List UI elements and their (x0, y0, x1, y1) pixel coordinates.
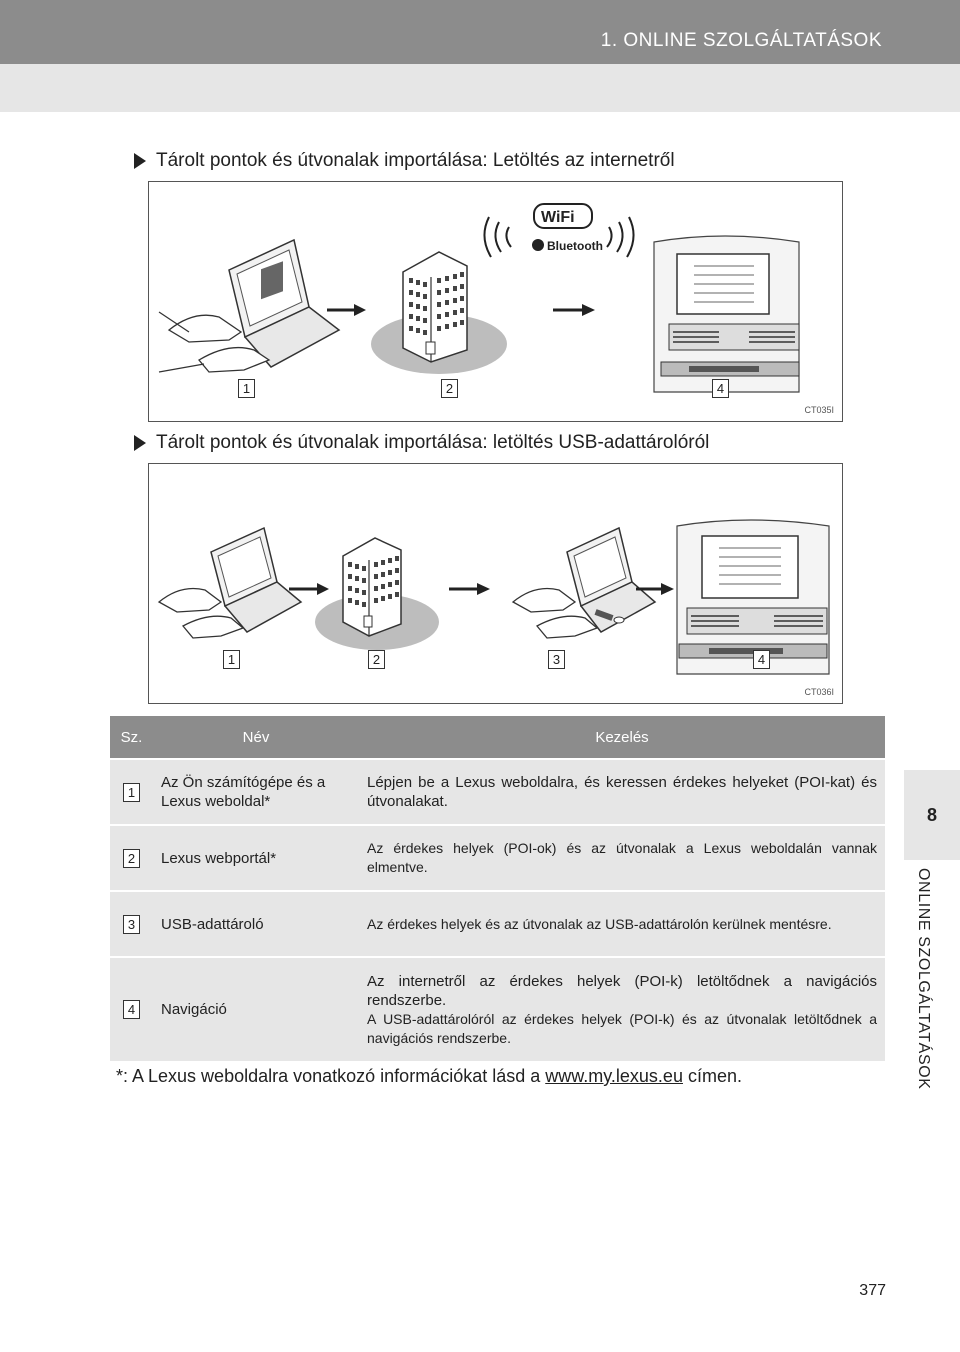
row-name-cell: USB-adattároló (153, 890, 359, 957)
footnote: *: A Lexus weboldalra vonatkozó informác… (116, 1066, 742, 1087)
car-display-icon (676, 519, 830, 675)
step-number-box: 4 (753, 650, 770, 669)
building-icon (371, 251, 507, 374)
row-operation-line: Az internetről az érdekes helyek (POI-k)… (367, 972, 877, 1009)
step-number-box: 2 (368, 650, 385, 669)
row-number-box: 1 (123, 782, 140, 802)
triangle-bullet-icon (134, 153, 146, 169)
row-operation-cell: Az internetről az érdekes helyek (POI-k)… (359, 956, 885, 1061)
step-number-box: 3 (548, 650, 565, 669)
row-number-box: 3 (123, 914, 140, 934)
svg-text:Bluetooth: Bluetooth (547, 239, 603, 253)
table-row: 2 Lexus webportál* Az érdekes helyek (PO… (110, 824, 885, 891)
arrow-icon (449, 583, 490, 595)
table-header-row: Sz. Név Kezelés (110, 716, 885, 759)
header-bar: 1. ONLINE SZOLGÁLTATÁSOK (0, 0, 960, 64)
footnote-prefix: *: A Lexus weboldalra vonatkozó informác… (116, 1066, 546, 1086)
row-number-box: 4 (123, 1000, 140, 1019)
figure-code: CT035I (804, 405, 834, 415)
lexus-website-link[interactable]: www.my.lexus.eu (545, 1066, 683, 1086)
row-operation-line: A USB-adattárolóról az érdekes helyek (P… (367, 1010, 877, 1046)
row-name-cell: Lexus webportál* (153, 824, 359, 891)
row-operation-cell: Az érdekes helyek (POI-ok) és az útvonal… (359, 824, 885, 891)
header-name: Név (153, 716, 359, 759)
triangle-bullet-icon (134, 435, 146, 451)
figure-internet-illustration: WiFi Bluetooth (158, 203, 800, 393)
chapter-label: ONLINE SZOLGÁLTATÁSOK (904, 868, 960, 1128)
laptop-icon (158, 238, 341, 373)
figure-usb-illustration (157, 519, 830, 675)
figure-usb-import: 1 2 3 4 CT036I (148, 463, 843, 704)
chapter-label-text: ONLINE SZOLGÁLTATÁSOK (915, 868, 932, 1090)
section-heading-internet: Tárolt pontok és útvonalak importálása: … (134, 150, 675, 172)
row-name-cell: Az Ön számítógépe és a Lexus weboldal* (153, 758, 359, 825)
section-heading-text: Tárolt pontok és útvonalak importálása: … (156, 150, 675, 171)
row-number-cell: 4 (110, 956, 153, 1061)
step-number-box: 1 (223, 650, 240, 669)
row-number-cell: 2 (110, 824, 153, 891)
row-number-cell: 3 (110, 890, 153, 957)
building-icon (315, 537, 439, 650)
arrow-icon (327, 304, 366, 316)
section-heading-usb: Tárolt pontok és útvonalak importálása: … (134, 432, 709, 454)
bluetooth-logo-icon: Bluetooth (532, 239, 603, 253)
arrow-icon (636, 583, 674, 595)
laptop-usb-icon (511, 526, 657, 639)
row-name-cell: Navigáció (153, 956, 359, 1061)
table-row: 1 Az Ön számítógépe és a Lexus weboldal*… (110, 758, 885, 825)
row-operation-cell: Az érdekes helyek és az útvonalak az USB… (359, 890, 885, 957)
table-row: 3 USB-adattároló Az érdekes helyek és az… (110, 890, 885, 957)
svg-text:WiFi: WiFi (541, 209, 575, 226)
header-num: Sz. (110, 716, 153, 759)
page-number: 377 (859, 1282, 886, 1299)
row-number-cell: 1 (110, 758, 153, 825)
header-operation: Kezelés (359, 716, 885, 759)
step-number-box: 2 (441, 379, 458, 398)
laptop-icon (157, 526, 303, 639)
chapter-tab[interactable]: 8 (904, 770, 960, 860)
arrow-icon (289, 583, 329, 595)
wireless-signal-icon (483, 216, 635, 258)
header-title: 1. ONLINE SZOLGÁLTATÁSOK (600, 30, 882, 51)
figure-internet-import: WiFi Bluetooth 1 2 4 CT035I (148, 181, 843, 422)
arrow-icon (553, 304, 595, 316)
wifi-logo-icon: WiFi (533, 203, 593, 229)
figure-code: CT036I (804, 687, 834, 697)
step-number-box: 1 (238, 379, 255, 398)
row-number-box: 2 (123, 848, 140, 868)
section-heading-text: Tárolt pontok és útvonalak importálása: … (156, 432, 710, 453)
step-number-box: 4 (712, 379, 729, 398)
header-sub-bar (0, 64, 960, 112)
footnote-suffix: címen. (682, 1066, 742, 1086)
info-table: Sz. Név Kezelés 1 Az Ön számítógépe és a… (110, 716, 885, 1061)
car-display-icon (653, 235, 800, 393)
row-operation-cell: Lépjen be a Lexus weboldalra, és keresse… (359, 758, 885, 825)
table-row: 4 Navigáció Az internetről az érdekes he… (110, 956, 885, 1061)
